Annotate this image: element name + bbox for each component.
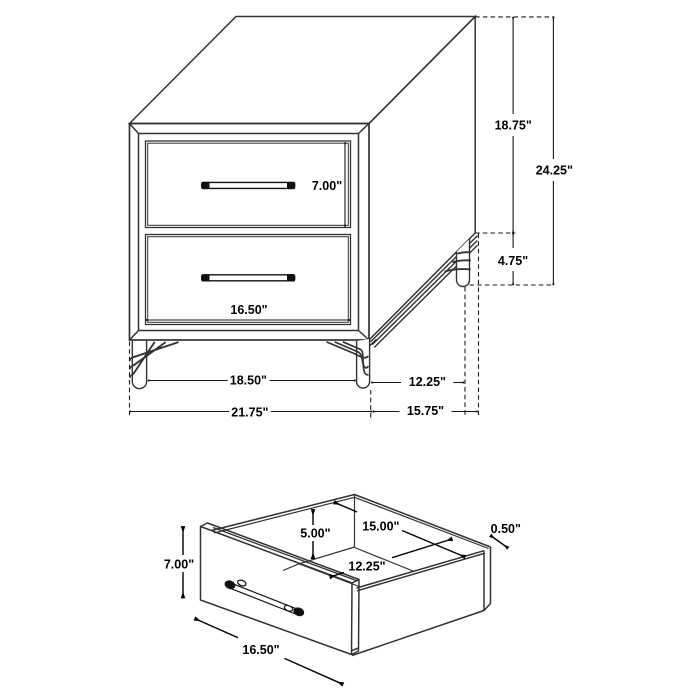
svg-text:12.25": 12.25" xyxy=(348,560,385,574)
svg-text:4.75": 4.75" xyxy=(498,254,528,268)
svg-text:15.75": 15.75" xyxy=(407,404,444,418)
svg-text:7.00": 7.00" xyxy=(164,557,194,571)
svg-text:0.50": 0.50" xyxy=(491,522,521,536)
svg-text:16.50": 16.50" xyxy=(242,643,279,657)
svg-text:5.00": 5.00" xyxy=(300,526,330,540)
svg-text:15.00": 15.00" xyxy=(362,519,399,533)
svg-text:24.25": 24.25" xyxy=(536,164,573,178)
svg-text:21.75": 21.75" xyxy=(231,406,268,420)
svg-text:18.75": 18.75" xyxy=(495,119,532,133)
svg-text:12.25": 12.25" xyxy=(409,375,446,389)
svg-text:18.50": 18.50" xyxy=(230,373,267,387)
svg-text:16.50": 16.50" xyxy=(230,303,267,317)
svg-text:7.00": 7.00" xyxy=(312,179,342,193)
